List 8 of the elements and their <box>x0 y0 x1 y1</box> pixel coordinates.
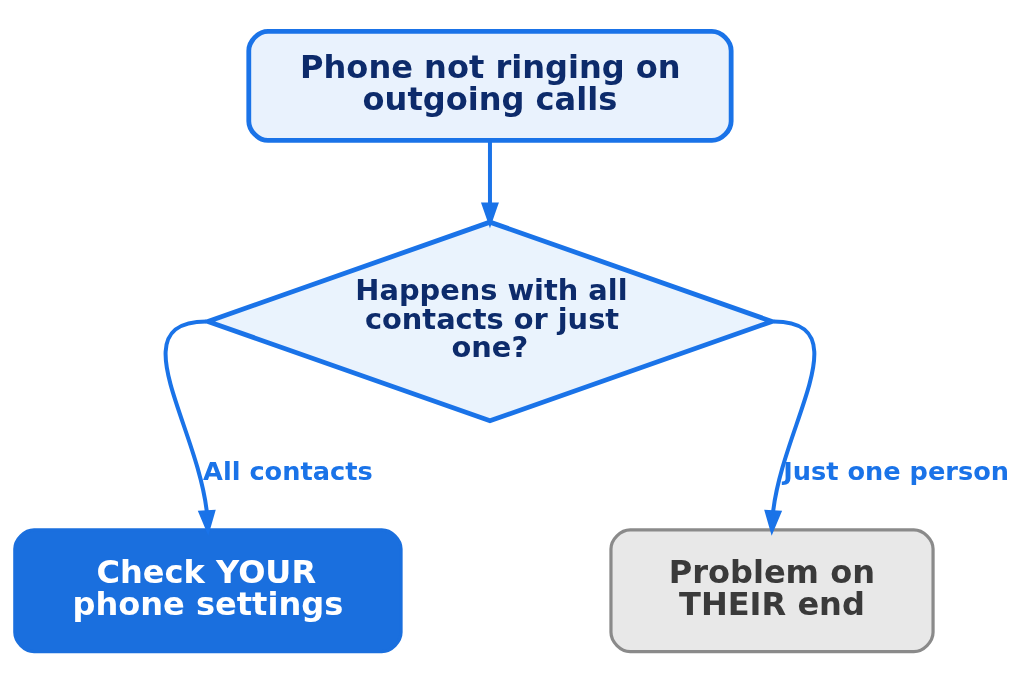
node-box: Phone not ringing on outgoing calls <box>246 29 734 143</box>
edge-label: All contacts <box>203 455 373 486</box>
arrow <box>764 319 817 536</box>
edge-label: Just one person <box>783 455 1010 486</box>
node-box: Check YOUR phone settings <box>13 528 403 654</box>
arrow <box>163 319 216 536</box>
node-box: Problem on THEIR end <box>609 528 935 654</box>
arrow <box>480 140 499 229</box>
